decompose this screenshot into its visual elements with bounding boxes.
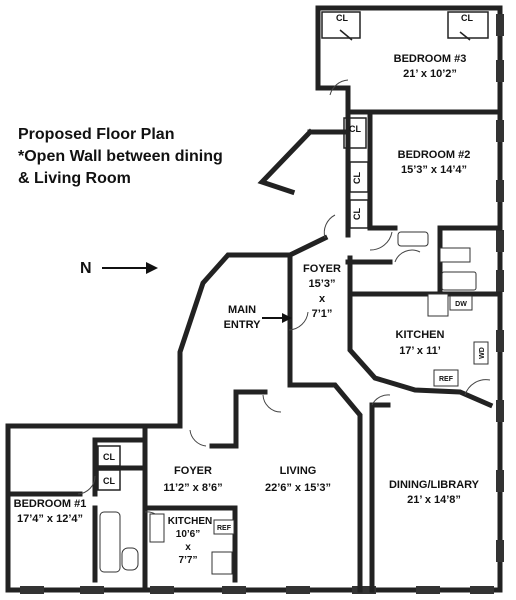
foyer-upper-dim1: 15’3”	[309, 278, 336, 290]
wd-label: WD	[479, 347, 486, 359]
foyer-lower-name: FOYER	[174, 465, 212, 477]
ref-upper-label: REF	[439, 376, 454, 383]
closet-label: CL	[461, 13, 473, 23]
closet-label: CL	[103, 476, 115, 486]
wd-box	[473, 341, 489, 365]
ref-upper-box	[433, 369, 459, 387]
kitchen-lower-dim2: 7’7”	[179, 555, 198, 566]
north-label: N	[80, 260, 92, 277]
windows	[20, 14, 504, 594]
foyer-lower-dims: 11’2” x 8’6”	[163, 482, 222, 494]
entry-arrow-icon	[262, 313, 292, 323]
living-dims: 22’6” x 15’3”	[265, 482, 331, 494]
dining-name: DINING/LIBRARY	[389, 479, 480, 491]
interior-walls	[7, 109, 503, 593]
bedroom2-dims: 15’3” x 14’4”	[401, 164, 467, 176]
closet-label: CL	[352, 172, 362, 184]
dishwasher-box	[449, 295, 473, 311]
plan-note-line: & Living Room	[18, 170, 131, 187]
kitchen-lower-dim1: 10’6”	[176, 529, 200, 540]
foyer-upper-name: FOYER	[303, 263, 341, 275]
plan-title: Proposed Floor Plan	[18, 126, 174, 143]
closets	[97, 11, 489, 491]
closet-label: CL	[336, 13, 348, 23]
foyer-upper-dim2: 7’1”	[312, 308, 333, 320]
main-entry-line1: MAIN	[228, 304, 256, 316]
closet-label: CL	[349, 124, 361, 134]
ref-lower-label: REF	[217, 525, 232, 532]
dishwasher-label: DW	[455, 301, 467, 308]
north-arrow-icon	[102, 262, 158, 274]
kitchen-lower-name: KITCHEN	[168, 516, 212, 527]
fixtures	[99, 231, 477, 575]
ref-lower-box	[213, 519, 235, 535]
dining-dims: 21’ x 14’8”	[407, 494, 461, 506]
kitchen-upper-name: KITCHEN	[396, 329, 445, 341]
foyer-upper-x: x	[319, 293, 326, 305]
exterior-walls	[5, 5, 503, 593]
bedroom1-name: BEDROOM #1	[14, 498, 87, 510]
plan-note-line: *Open Wall between dining	[18, 148, 223, 165]
bedroom1-dims: 17’4” x 12’4”	[17, 513, 83, 525]
main-entry-line2: ENTRY	[224, 319, 262, 331]
bedroom3-dims: 21’ x 10’2”	[403, 68, 457, 80]
kitchen-lower-x: x	[185, 542, 191, 553]
closet-label: CL	[352, 208, 362, 220]
closet-label: CL	[103, 452, 115, 462]
living-name: LIVING	[280, 465, 317, 477]
door-swings	[77, 79, 491, 523]
bedroom2-name: BEDROOM #2	[398, 149, 471, 161]
bedroom3-name: BEDROOM #3	[394, 53, 467, 65]
kitchen-upper-dims: 17’ x 11’	[399, 345, 441, 357]
